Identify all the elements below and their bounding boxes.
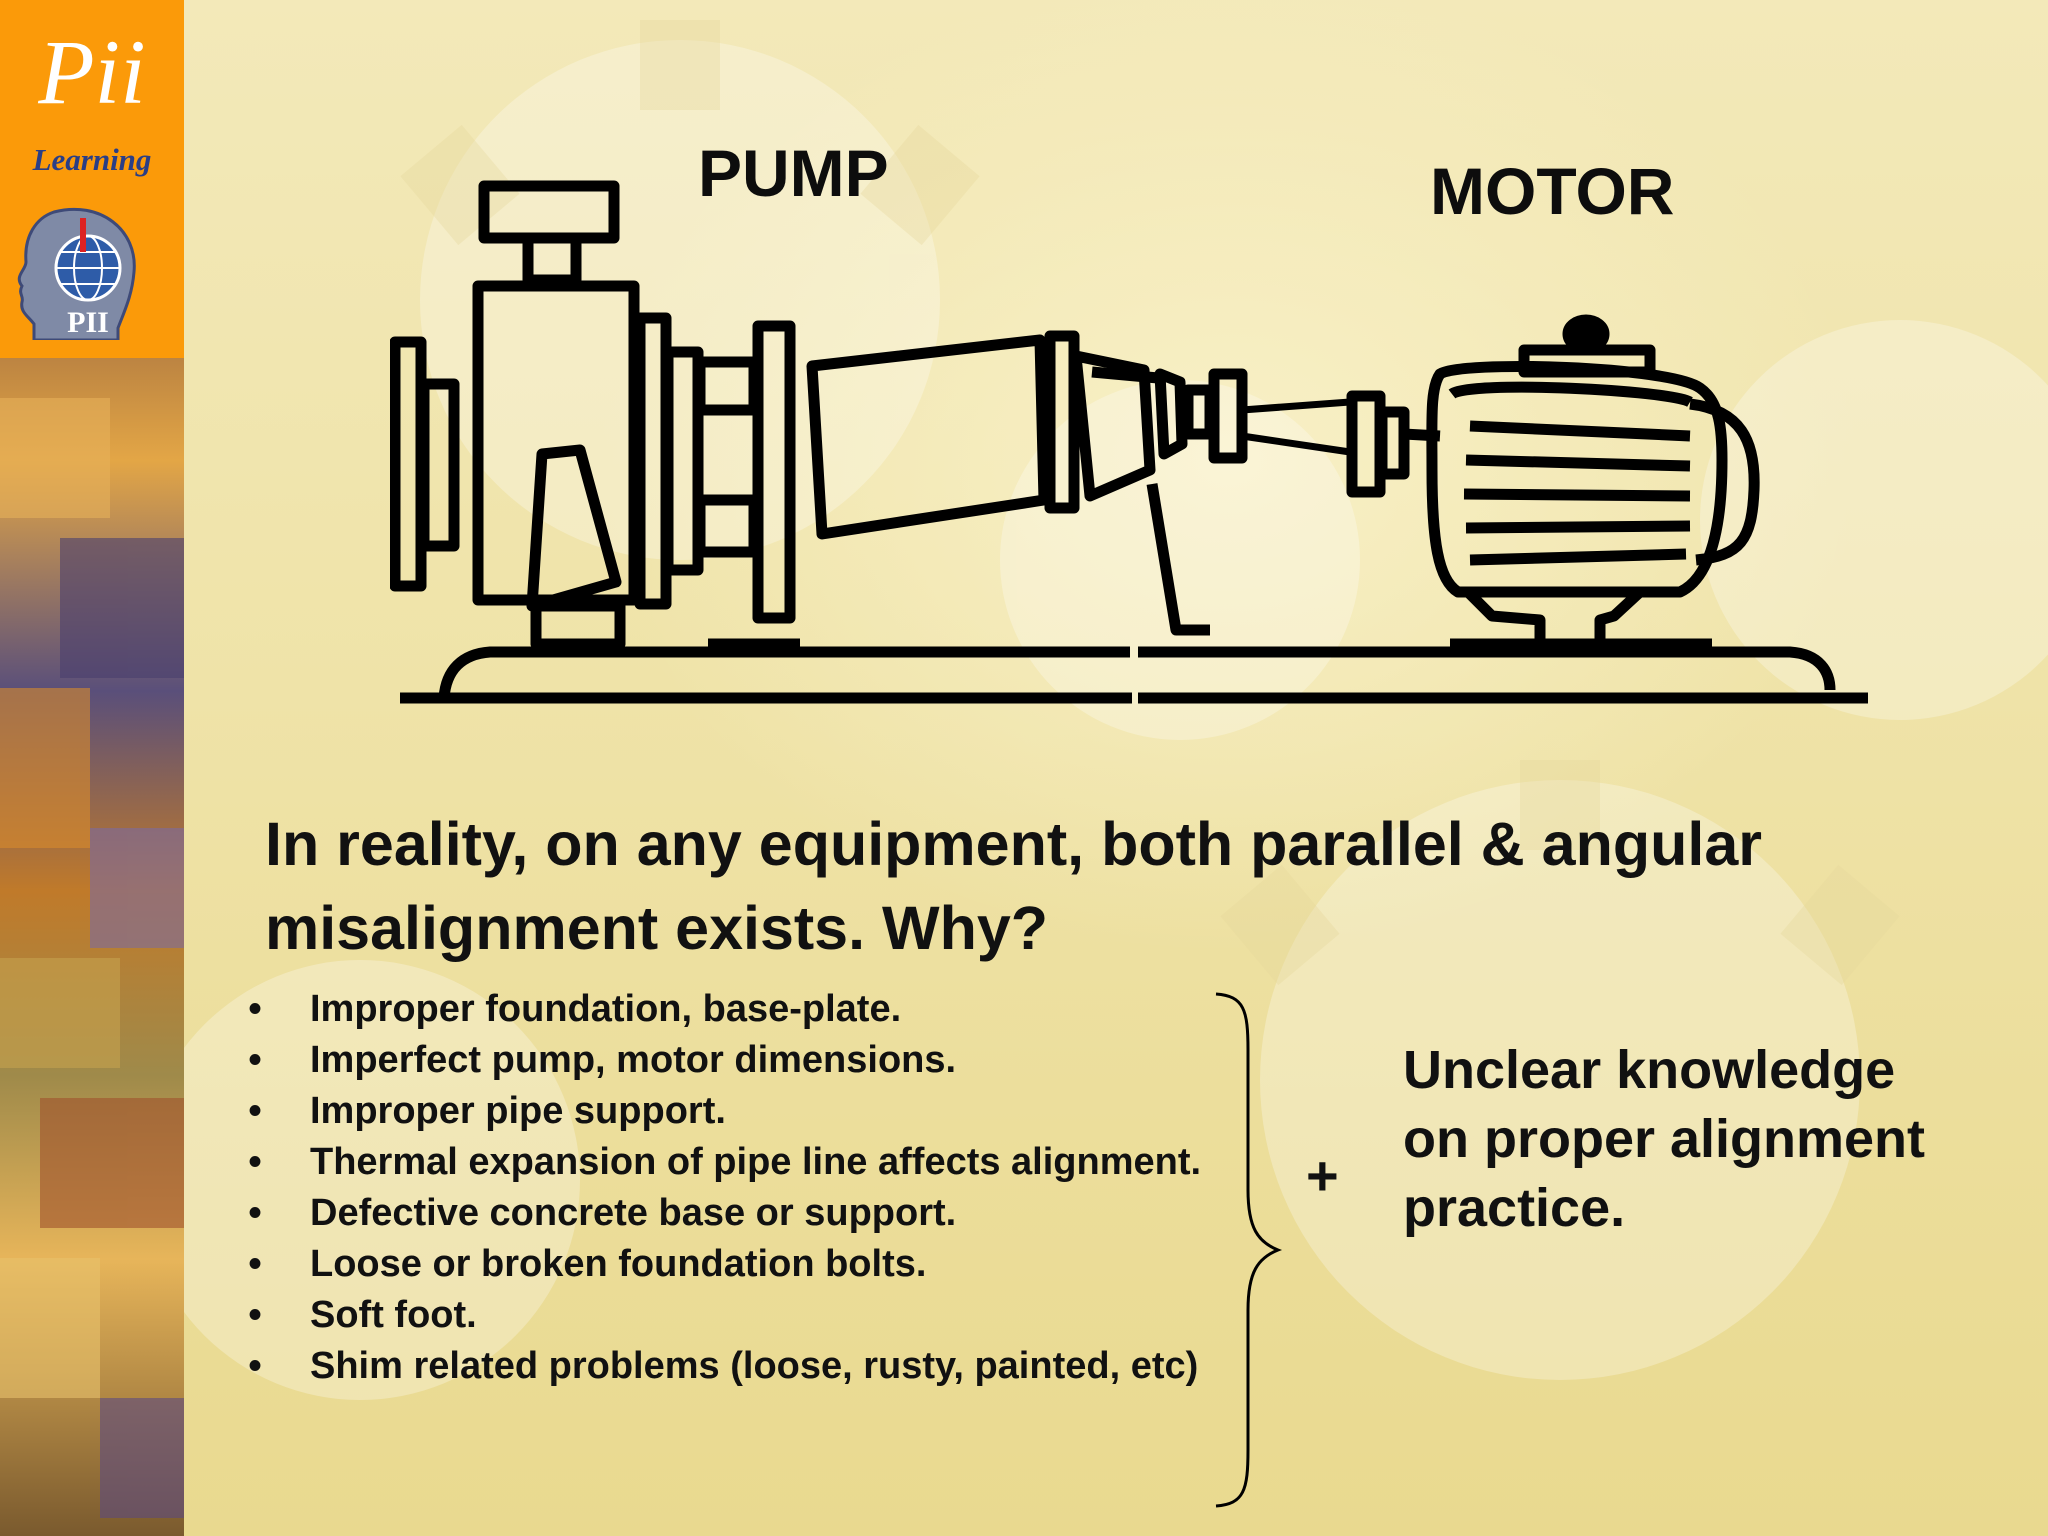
bullet-icon: • — [248, 1192, 262, 1234]
cause-text: Defective concrete base or support. — [310, 1192, 957, 1234]
cause-text: Shim related problems (loose, rusty, pai… — [310, 1345, 1199, 1387]
list-item: • Imperfect pump, motor dimensions. — [240, 1035, 1240, 1086]
pump-motor-diagram — [390, 180, 1868, 704]
conclusion-text: Unclear knowledge on proper alignment pr… — [1403, 1040, 1926, 1238]
list-item: • Loose or broken foundation bolts. — [240, 1239, 1240, 1290]
curly-brace-icon — [1215, 992, 1283, 1508]
pump-drawing — [390, 180, 1248, 650]
list-item: • Improper foundation, base-plate. — [240, 984, 1240, 1035]
logo: Pii Learning PII — [0, 0, 184, 358]
base-plate — [400, 638, 1868, 704]
bullet-icon: • — [248, 1039, 262, 1081]
bullet-icon: • — [248, 1294, 262, 1336]
bullet-icon: • — [248, 1243, 262, 1285]
emblem-text: PII — [67, 306, 109, 339]
cause-text: Loose or broken foundation bolts. — [310, 1243, 927, 1285]
list-item: • Improper pipe support. — [240, 1086, 1240, 1137]
bullet-icon: • — [248, 1345, 262, 1387]
list-item: • Thermal expansion of pipe line affects … — [240, 1137, 1240, 1188]
plus-sign: + — [1306, 1144, 1339, 1207]
cause-text: Thermal expansion of pipe line affects a… — [310, 1141, 1202, 1183]
sidebar-texture — [0, 398, 184, 1518]
cause-text: Imperfect pump, motor dimensions. — [310, 1039, 957, 1081]
bullet-icon: • — [248, 988, 262, 1030]
logo-wordmark: Pii — [38, 21, 146, 123]
pump-label: PUMP — [698, 136, 889, 210]
motor-drawing — [1346, 314, 1760, 652]
motor-label: MOTOR — [1430, 154, 1675, 228]
headline: In reality, on any equipment, both paral… — [265, 810, 1763, 962]
logo-tagline: Learning — [32, 142, 152, 177]
cause-text: Improper foundation, base-plate. — [310, 988, 902, 1030]
sidebar-decoration: Pii Learning PII — [0, 0, 184, 1536]
cause-text: Improper pipe support. — [310, 1090, 726, 1132]
coupling-shaft — [1241, 398, 1351, 456]
causes-list: • Improper foundation, base-plate. • Imper… — [240, 984, 1240, 1392]
cause-text: Soft foot. — [310, 1294, 477, 1336]
bullet-icon: • — [248, 1090, 262, 1132]
list-item: • Shim related problems (loose, rusty, pa… — [240, 1341, 1240, 1392]
list-item: • Defective concrete base or support. — [240, 1188, 1240, 1239]
bullet-icon: • — [248, 1141, 262, 1183]
list-item: • Soft foot. — [240, 1290, 1240, 1341]
globe-head-emblem-icon: PII — [17, 207, 136, 340]
